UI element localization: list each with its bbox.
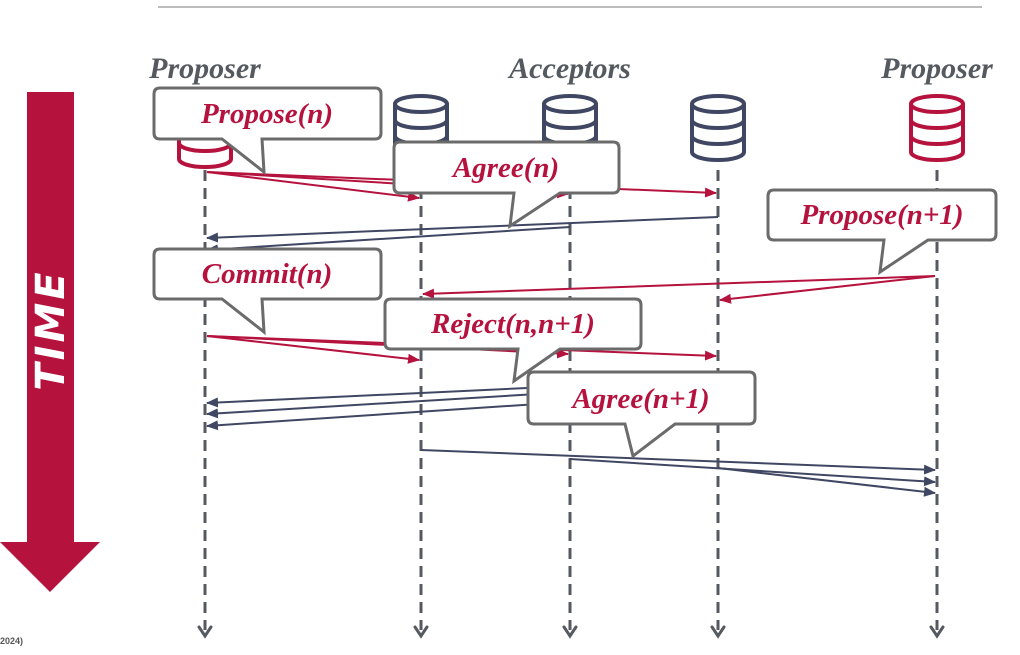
bubble-agree-n: Agree(n) — [392, 140, 621, 230]
bubble-commit-n: Commit(n) — [152, 247, 383, 336]
message-arrow — [569, 458, 936, 487]
message-arrow — [206, 385, 571, 408]
bubble-reject: Reject(n,n+1) — [383, 297, 643, 385]
message-arrow — [420, 449, 936, 475]
role-label-acceptors: Acceptors — [507, 52, 631, 85]
message-arrow — [719, 275, 936, 304]
role-label-left-proposer: Proposer — [148, 52, 261, 85]
bubble-propose-n1: Propose(n+1) — [766, 188, 998, 276]
footer-citation: 2024) — [0, 636, 23, 646]
database-icon — [909, 94, 965, 162]
message-commit-n: Commit(n) — [202, 258, 333, 290]
lifeline-end-acceptor-1 — [413, 625, 429, 639]
message-arrow — [206, 171, 420, 202]
message-arrow — [422, 275, 936, 299]
message-propose-n: Propose(n) — [200, 98, 333, 130]
database-icon — [690, 94, 746, 162]
message-arrow — [206, 216, 719, 243]
lifeline-end-acceptor-3 — [710, 625, 726, 639]
message-arrow — [717, 467, 936, 497]
bubble-agree-n1: Agree(n+1) — [526, 370, 757, 459]
message-arrow — [206, 335, 420, 364]
message-agree-n: Agree(n) — [451, 152, 559, 184]
message-reject: Reject(n,n+1) — [430, 308, 595, 340]
lifeline-end-right-proposer — [929, 625, 945, 639]
lifeline-end-left-proposer — [197, 625, 213, 639]
time-arrow: TIME — [0, 92, 100, 592]
lifeline-end-acceptor-2 — [562, 625, 578, 639]
message-arrow — [206, 226, 571, 255]
role-label-right-proposer: Proposer — [880, 52, 993, 85]
bubble-propose-n: Propose(n) — [152, 86, 383, 176]
message-propose-n1: Propose(n+1) — [799, 199, 963, 231]
time-label: TIME — [28, 269, 74, 390]
message-arrow — [206, 391, 571, 419]
message-agree-n1: Agree(n+1) — [570, 383, 709, 415]
